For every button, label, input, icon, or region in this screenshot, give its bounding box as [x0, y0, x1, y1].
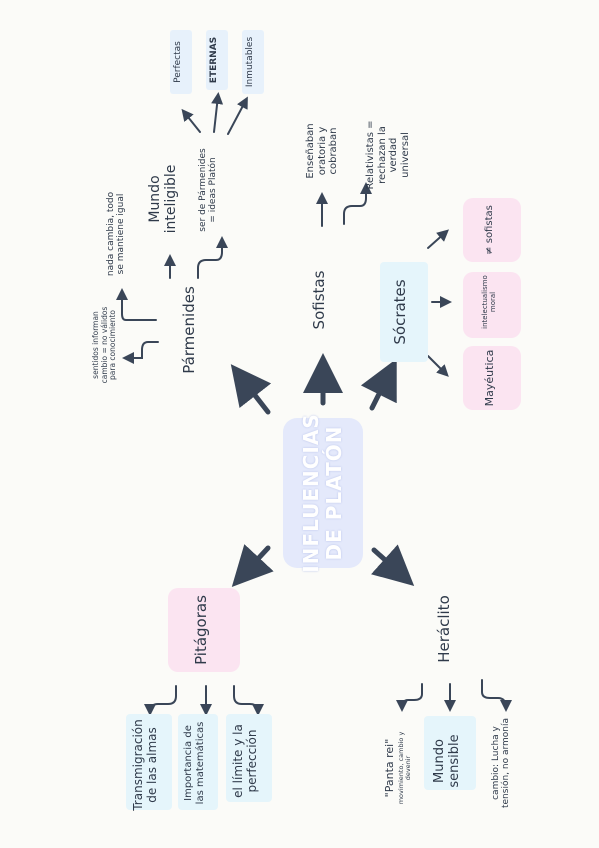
matematicas-highlight	[178, 714, 218, 810]
arrow-to-inmutables	[227, 96, 248, 135]
sofistas-label: Sofistas	[310, 270, 328, 330]
transmigracion-highlight	[126, 714, 172, 810]
center-title-box	[283, 418, 363, 568]
inmutables-label: Inmutables	[245, 36, 255, 88]
arrow-pit-transmigracion	[144, 685, 177, 716]
parmenides-ser: ser de Pármenides = ideas Platón	[198, 148, 219, 232]
distinto-sofistas: ≠ sofistas	[484, 205, 495, 255]
panta-rei-sub: movimiento, cambio y devenir	[397, 731, 413, 805]
eternas-label: ETERNAS	[209, 36, 219, 84]
arrow-soc-distinto	[427, 229, 449, 249]
intelectualismo-highlight	[463, 272, 521, 338]
inmutables-highlight	[242, 30, 264, 94]
eternas-highlight	[206, 30, 228, 90]
mundo-inteligible: Mundo inteligible	[147, 164, 180, 234]
distinto-sofistas-highlight	[463, 198, 521, 262]
pitagoras-highlight	[168, 588, 240, 672]
arrow-to-heraclito	[371, 544, 415, 587]
socrates-highlight	[380, 262, 428, 362]
heraclito-cambio: cambio: Lucha y tensión, no armonía	[491, 718, 512, 809]
parmenides-label: Pármenides	[180, 286, 198, 374]
arrow-pit-limite	[233, 685, 264, 716]
transmigracion-label: Transmigración de las almas	[131, 719, 159, 811]
parmenides-sentidos: sentidos informan cambio = no válidos pa…	[91, 306, 118, 384]
arrow-her-cambio	[481, 679, 512, 712]
arrow-to-eternas	[211, 92, 224, 133]
arrow-to-pitagoras	[231, 544, 274, 587]
arrow-soc-mayeutica	[427, 355, 449, 377]
perfectas-highlight	[170, 30, 192, 94]
limite-label: el límite y la perfección	[231, 724, 259, 798]
socrates-label: Sócrates	[391, 279, 409, 345]
arrow-parm-nada-cambia	[116, 288, 157, 321]
arrow-to-parmenides	[230, 364, 272, 415]
mundo-sensible: Mundo sensible	[432, 734, 462, 788]
parmenides-nada-cambia: nada cambia, todo se mantiene igual	[106, 191, 127, 277]
mundo-sensible-highlight	[424, 716, 476, 790]
pitagoras-label: Pitágoras	[192, 595, 210, 665]
intelectualismo-moral: intelectualismo moral	[481, 275, 498, 329]
mayeutica-label: Mayéutica	[483, 349, 496, 407]
arrow-parm-sentidos	[122, 341, 159, 364]
arrow-sof-relativistas	[343, 182, 372, 225]
arrow-parm-ser	[197, 236, 228, 279]
center-title: INFLUENCIAS DE PLATÓN	[299, 413, 346, 573]
arrow-to-socrates	[360, 358, 397, 411]
heraclito-label: Heráclito	[435, 595, 453, 663]
sofistas-relativistas: Relativistas = rechazan la verdad univer…	[365, 120, 411, 190]
arrow-her-panta	[396, 683, 423, 712]
perfectas-label: Perfectas	[173, 41, 183, 83]
mayeutica-highlight	[463, 346, 521, 410]
arrow-to-perfectas	[181, 108, 201, 133]
matematicas-label: Importancia de las matemáticas	[183, 721, 206, 805]
sofistas-ensenaban: Enseñaban oratoria y cobraban	[305, 123, 339, 179]
limite-highlight	[226, 714, 272, 802]
